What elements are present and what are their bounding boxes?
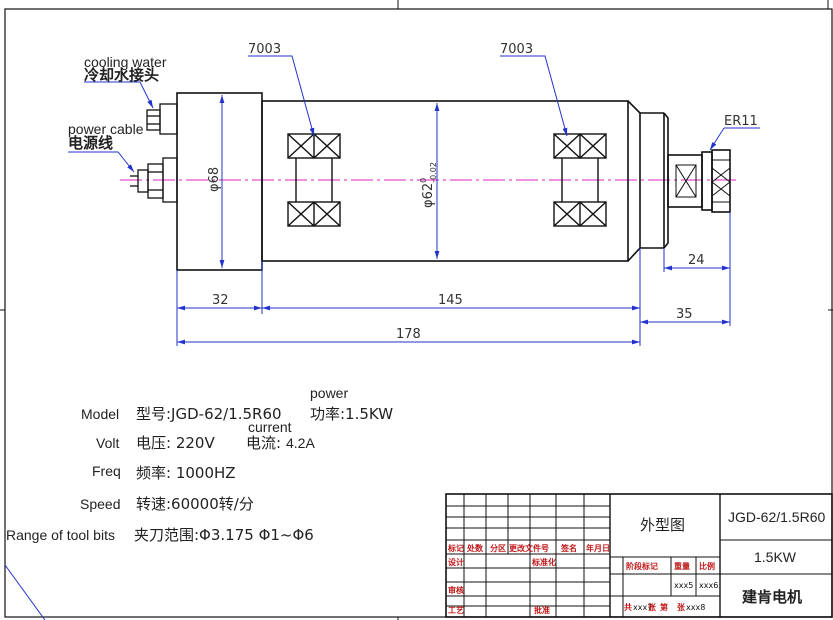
spec-volt-en: Volt (96, 435, 119, 451)
dim-24-label: 24 (688, 253, 705, 268)
tb-signature: 签名 (560, 543, 577, 553)
power-cable-label-cn: 电源线 (68, 134, 113, 152)
spec-freq-cn: 频率: 1000HZ (136, 464, 236, 482)
spec-current-en: current (248, 419, 292, 435)
spec-power-cn: 功率:1.5KW (310, 405, 393, 423)
cooling-water-label-en: cooling water (84, 54, 167, 70)
bearing-left-leader (248, 55, 315, 137)
tb-sheet-num: 第 (660, 602, 668, 612)
phi62-tolerance-lower: -0.02 (429, 162, 438, 183)
tb-design: 设计 (448, 557, 464, 567)
tb-xxx6: xxx6 (699, 581, 718, 590)
tb-mark: 标记 (447, 543, 464, 553)
power-cable-connector (130, 157, 178, 203)
tb-scale: 比例 (699, 561, 715, 571)
tb-stage-mark: 阶段标记 (626, 561, 658, 571)
spec-tool-en: Range of tool bits (6, 527, 115, 543)
title-block-labels: 标记 处数 分区 更改文件号 签名 年月日 设计 标准化 阶段标记 重量 比例 … (447, 543, 718, 615)
tb-approve: 批准 (534, 605, 550, 615)
title-company: 建肯电机 (742, 588, 802, 606)
tb-total: 共 (624, 602, 632, 612)
tb-xxx7: xxx7 (633, 603, 652, 612)
title-block (445, 493, 833, 618)
dim-phi68-label: φ68 (207, 167, 222, 192)
dim-145-label: 145 (438, 293, 463, 308)
tb-xxx5: xxx5 (674, 581, 693, 590)
title-drawing-name: 外型图 (640, 516, 685, 534)
tb-sheet-word2: 张 (677, 603, 686, 612)
collet-label: ER11 (724, 114, 758, 129)
title-model: JGD-62/1.5R60 (728, 509, 825, 525)
spec-model-cn: 型号:JGD-62/1.5R60 (136, 405, 282, 423)
dim-178-label: 178 (396, 327, 421, 342)
tb-zone: 分区 (490, 543, 506, 553)
tb-change-doc: 更改文件号 (509, 543, 549, 553)
spec-speed-cn: 转速:60000转/分 (136, 495, 254, 513)
power-cable-leader (68, 151, 135, 173)
tb-sheet-word: 张 (648, 603, 657, 612)
spec-model-en: Model (81, 406, 119, 422)
spindle-body (176, 92, 731, 271)
spec-power-en: power (310, 385, 348, 401)
tb-count: 处数 (466, 543, 484, 553)
bearing-right-leader (500, 55, 568, 137)
tb-process: 工艺 (448, 605, 464, 615)
dim-35-label: 35 (676, 307, 693, 322)
tb-weight: 重量 (674, 561, 690, 571)
dim-32-label: 32 (212, 293, 229, 308)
spec-current-cn: 电流: (246, 434, 281, 452)
cooling-water-leader (84, 81, 154, 109)
spec-current-value: 4.2A (286, 435, 315, 451)
bearing-left-label: 7003 (248, 42, 281, 57)
dim-phi62-label: φ620-0.02 (419, 162, 438, 208)
phi62-tolerance-upper: 0 (419, 178, 428, 183)
phi62-value: φ62 (421, 183, 436, 208)
tb-date: 年月日 (586, 543, 610, 553)
spec-speed-en: Speed (80, 496, 120, 512)
cooling-water-label-cn: 冷却水接头 (84, 66, 159, 84)
spec-volt-cn: 电压: 220V (136, 434, 215, 452)
cooling-water-connector (146, 103, 178, 135)
title-power: 1.5KW (754, 549, 797, 565)
spec-tool-cn: 夹刀范围:Φ3.175 Φ1~Φ6 (134, 526, 314, 544)
bearing-right-label: 7003 (500, 42, 533, 57)
tb-xxx8: xxx8 (686, 603, 705, 612)
tb-standardize: 标准化 (531, 557, 556, 567)
power-cable-label-en: power cable (68, 121, 144, 137)
bearing-right (553, 133, 607, 227)
spec-freq-en: Freq (92, 463, 121, 479)
specs-block: power Model 型号:JGD-62/1.5R60 功率:1.5KW cu… (6, 385, 393, 544)
tb-review: 审核 (448, 585, 464, 595)
